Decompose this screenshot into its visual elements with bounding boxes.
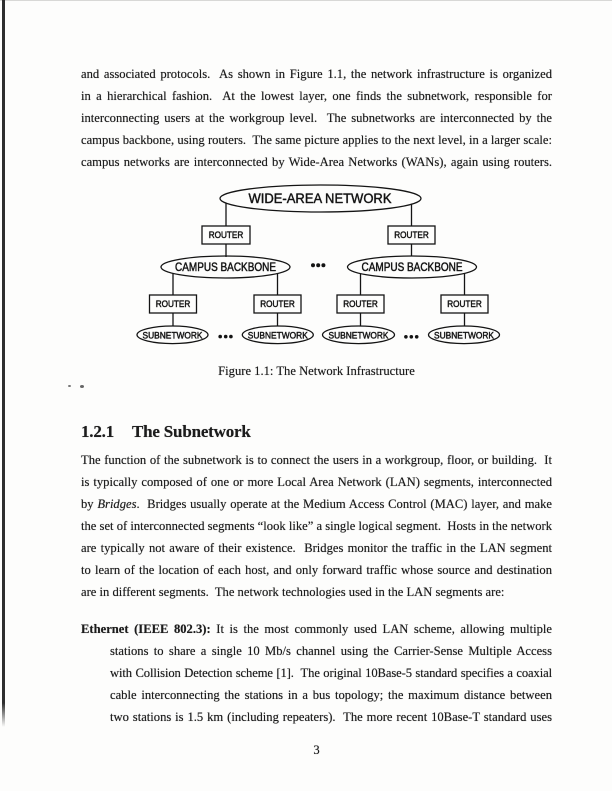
svg-text:ROUTER: ROUTER [447, 299, 482, 309]
svg-text:ROUTER: ROUTER [209, 230, 244, 240]
svg-text:SUBNETWORK: SUBNETWORK [143, 330, 204, 340]
svg-text:SUBNETWORK: SUBNETWORK [329, 330, 390, 340]
svg-text:ROUTER: ROUTER [343, 299, 378, 309]
svg-text:ROUTER: ROUTER [260, 299, 295, 309]
svg-text:ROUTER: ROUTER [156, 299, 191, 309]
svg-text:SUBNETWORK: SUBNETWORK [434, 330, 495, 340]
svg-text:ROUTER: ROUTER [394, 230, 429, 240]
svg-text:CAMPUS BACKBONE: CAMPUS BACKBONE [175, 262, 276, 274]
svg-text:CAMPUS BACKBONE: CAMPUS BACKBONE [362, 262, 463, 274]
svg-text:SUBNETWORK: SUBNETWORK [248, 330, 309, 340]
svg-text:WIDE-AREA NETWORK: WIDE-AREA NETWORK [249, 190, 393, 206]
